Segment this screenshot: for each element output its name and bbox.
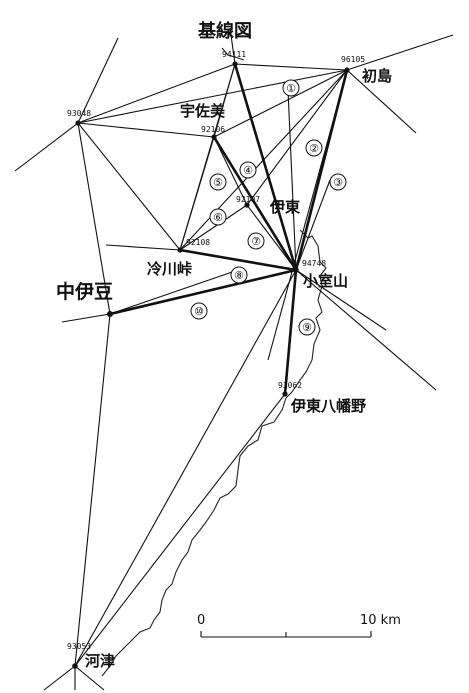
station-name: 初島: [362, 67, 392, 85]
measured-baselines: [109, 63, 349, 395]
map-title: 基線図: [197, 20, 252, 42]
scale-bar: 0 10 km: [197, 613, 401, 638]
station-code: 94111: [222, 50, 246, 59]
station-92106: 92106 宇佐美: [180, 102, 226, 140]
station-marker-icon: [293, 267, 299, 273]
station-93053: 93053 河津: [67, 642, 115, 670]
station-code: 92107: [236, 195, 260, 204]
baseline-marker-1: ①: [282, 79, 300, 97]
station-name: 冷川峠: [147, 260, 192, 278]
scale-start-label: 0: [197, 613, 205, 628]
baseline-number: ⑧: [234, 269, 244, 282]
station-name: 中伊豆: [56, 280, 113, 303]
station-name: 伊東: [269, 198, 300, 216]
station-name: 小室山: [303, 272, 348, 290]
station-marker-icon: [211, 134, 217, 140]
station-nakaizu: 中伊豆: [56, 280, 113, 317]
baseline-marker-9: ⑨: [298, 318, 316, 336]
baseline-number: ⑥: [213, 211, 223, 224]
station-96105: 96105 初島: [341, 55, 392, 85]
baseline-marker-8: ⑧: [230, 266, 248, 284]
station-code: 93048: [67, 109, 91, 118]
baseline-marker-7: ⑦: [247, 232, 265, 250]
station-marker-icon: [75, 120, 81, 126]
station-marker-icon: [244, 202, 250, 208]
baseline-network: [74, 63, 348, 667]
station-code: 93053: [67, 642, 91, 651]
station-94748: 94748 小室山: [293, 259, 348, 290]
station-marker-icon: [177, 247, 183, 253]
scale-end-label: 10 km: [360, 613, 401, 628]
station-marker-icon: [72, 663, 78, 669]
station-name: 宇佐美: [180, 102, 226, 120]
baseline-marker-10: ⑩: [190, 302, 208, 320]
baseline-number: ③: [333, 176, 343, 189]
baseline-marker-3: ③: [329, 173, 347, 191]
station-name: 河津: [85, 652, 115, 670]
station-marker-icon: [107, 311, 113, 317]
baseline-number: ⑦: [251, 235, 261, 248]
station-marker-icon: [282, 391, 288, 397]
baseline-marker-5: ⑤: [209, 173, 227, 191]
station-code: 92108: [186, 238, 210, 247]
baseline-number: ①: [286, 82, 296, 95]
station-code: 92106: [201, 125, 225, 134]
station-94111: 94111: [222, 50, 246, 67]
station-name: 伊東八幡野: [290, 397, 366, 415]
baseline-number: ⑩: [194, 305, 204, 318]
station-93048: 93048: [67, 109, 91, 126]
baseline-marker-4: ④: [239, 161, 257, 179]
station-code: 94748: [302, 259, 326, 268]
baseline-number: ⑤: [213, 176, 223, 189]
station-92108: 92108 冷川峠: [147, 238, 210, 278]
baseline-number: ⑨: [302, 321, 312, 334]
baseline-number: ②: [309, 142, 319, 155]
baseline-marker-2: ②: [305, 139, 323, 157]
baseline-marker-6: ⑥: [209, 208, 227, 226]
station-code: 93062: [278, 381, 302, 390]
station-93062: 93062 伊東八幡野: [278, 381, 366, 415]
station-marker-icon: [344, 67, 350, 73]
baseline-number: ④: [243, 164, 253, 177]
station-code: 96105: [341, 55, 365, 64]
station-92107: 92107 伊東: [236, 195, 300, 216]
coastline: [101, 47, 327, 677]
station-marker-icon: [232, 61, 238, 67]
